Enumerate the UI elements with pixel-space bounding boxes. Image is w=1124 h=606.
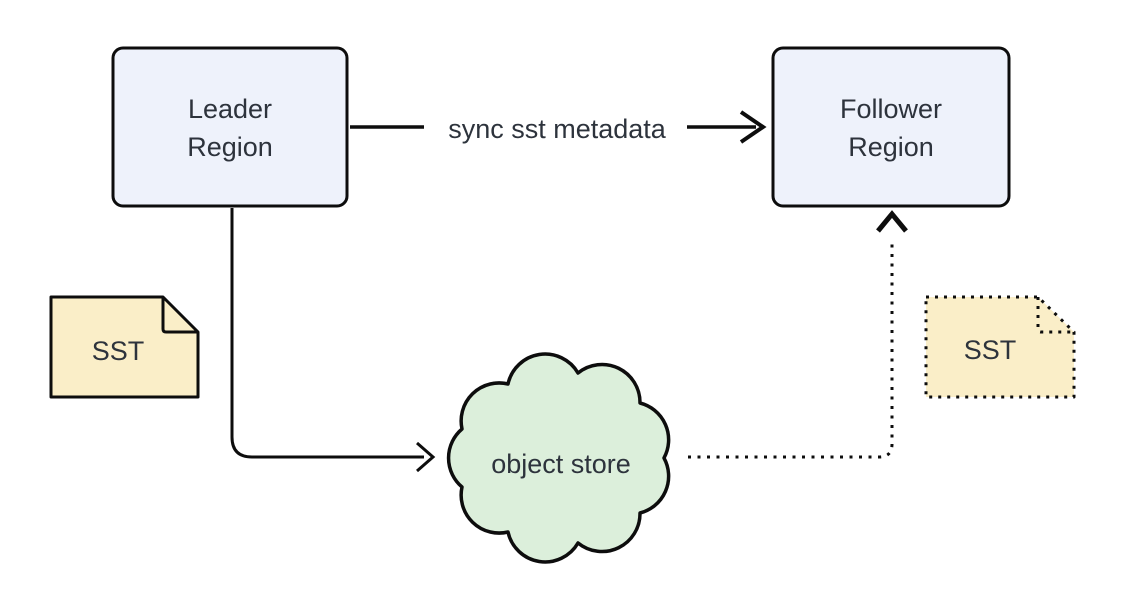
leader-region-node	[111, 46, 349, 208]
arrowhead-icon-follower-sync	[739, 110, 767, 144]
follower-region-label: Follower Region	[839, 94, 943, 162]
arrowhead-icon-store	[416, 441, 436, 473]
object-store-cloud	[446, 352, 671, 564]
sst-document-left	[49, 295, 200, 399]
sst-document-left-fold-icon	[161, 297, 198, 334]
sync-sst-metadata-edge-label: sync sst metadata	[448, 114, 666, 144]
arrowhead-icon-follower-dotted	[876, 210, 908, 233]
object-store-label: object store	[491, 449, 631, 479]
edge-leader-to-store	[230, 208, 424, 459]
sst-document-right	[924, 295, 1076, 399]
follower-region-node	[771, 46, 1011, 208]
sst-left-label: SST	[91, 336, 145, 366]
leader-region-label: Leader Region	[187, 94, 273, 162]
edge-store-to-follower-dotted	[688, 240, 894, 459]
sst-right-label: SST	[963, 335, 1017, 365]
sst-document-right-fold-icon	[1036, 297, 1074, 334]
